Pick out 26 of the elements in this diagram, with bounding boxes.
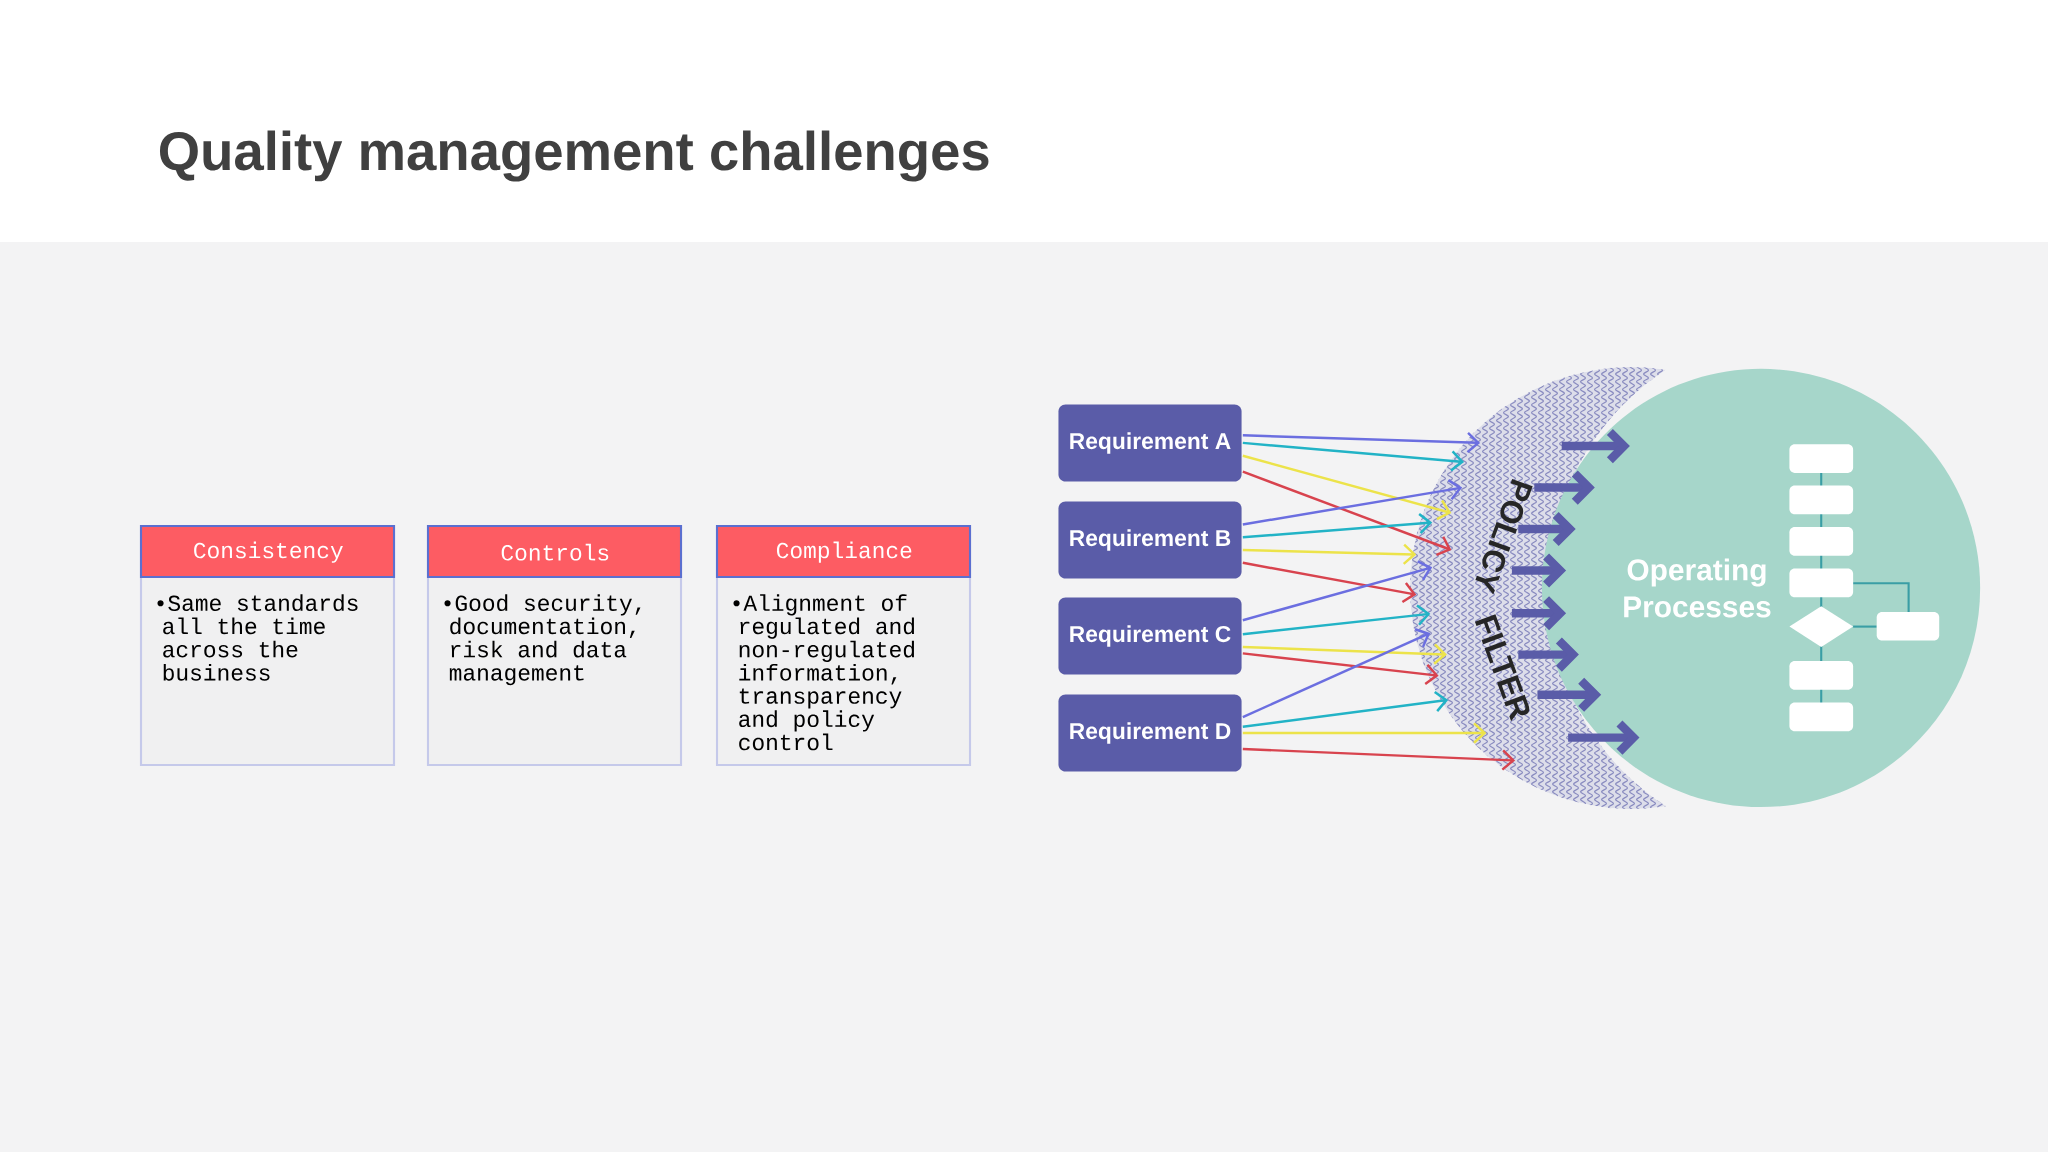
arrow bbox=[1242, 747, 1516, 771]
arrow bbox=[1242, 454, 1452, 521]
arrow bbox=[1242, 652, 1439, 685]
arrow bbox=[1242, 470, 1452, 556]
arrow bbox=[1242, 441, 1465, 472]
title: Quality management challenges bbox=[159, 130, 989, 182]
arrow bbox=[1242, 722, 1487, 744]
requirement-box: Requirement D bbox=[1058, 694, 1242, 772]
card: Consistency •Same standards all the time across the business bbox=[139, 524, 396, 767]
arrow bbox=[1242, 604, 1431, 636]
requirement-box: Requirement A bbox=[1058, 404, 1242, 482]
arrow bbox=[1242, 543, 1417, 565]
requirement-box: Requirement B bbox=[1058, 501, 1242, 579]
arrow bbox=[1242, 561, 1417, 603]
arrow bbox=[1242, 431, 1481, 454]
arrow bbox=[1568, 720, 1640, 755]
card: Controls •Good security, documentation, risk and data management bbox=[426, 524, 683, 767]
card: Compliance •Alignment of regulated and non-regulated information, transparency and policy control bbox=[715, 524, 972, 767]
arrow bbox=[1561, 429, 1630, 464]
arrow bbox=[1242, 643, 1447, 665]
requirement-box: Requirement C bbox=[1058, 597, 1242, 675]
arrow bbox=[1242, 690, 1449, 728]
arrow bbox=[1242, 512, 1433, 539]
arrow bbox=[1242, 560, 1433, 622]
arrow bbox=[1242, 628, 1431, 719]
arrow bbox=[1242, 479, 1463, 526]
